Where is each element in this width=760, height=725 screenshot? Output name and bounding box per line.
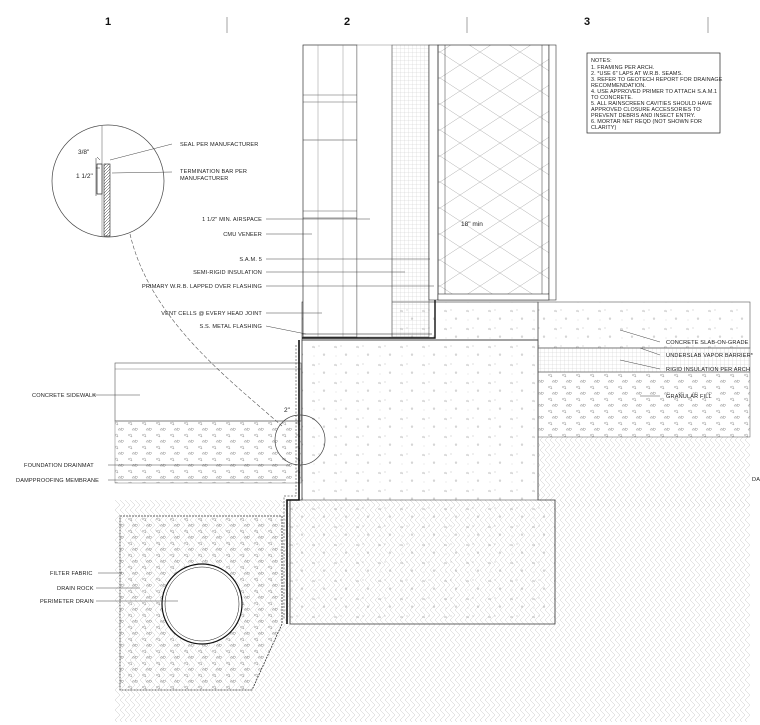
right-label: GRANULAR FILL	[666, 394, 712, 400]
wall-label: S.S. METAL FLASHING	[199, 324, 262, 330]
sheathing	[428, 44, 439, 301]
column-label-3: 3	[584, 16, 590, 28]
left-label: FOUNDATION DRAINMAT	[24, 463, 94, 469]
note-line: 4. USE APPROVED PRIMER TO ATTACH S.A.M.1	[591, 89, 717, 95]
note-line: RECOMMENDATION.	[591, 83, 646, 89]
column-label-2: 2	[344, 16, 350, 28]
sidewalk-gravel-base	[114, 420, 302, 484]
airspace	[356, 44, 393, 338]
dim-one-half: 1 1/2"	[76, 173, 93, 180]
cmu-veneer	[302, 44, 358, 338]
semi-rigid-insulation	[391, 44, 430, 338]
note-line: 2. *USE 6" LAPS AT W.R.B. SEAMS.	[591, 71, 683, 77]
slab-on-grade	[537, 301, 751, 349]
right-labels: CONCRETE SLAB-ON-GRADE UNDERSLAB VAPOR B…	[619, 329, 754, 400]
label-term-bar-2: MANUFACTURER	[180, 176, 228, 182]
label-seal: SEAL PER MANUFACTURER	[180, 142, 258, 148]
rigid-insulation	[537, 347, 751, 373]
wall-labels: 1 1/2" MIN. AIRSPACE CMU VENEER S.A.M. 5…	[142, 217, 434, 335]
wall-label: PRIMARY W.R.B. LAPPED OVER FLASHING	[142, 284, 262, 290]
left-label: CONCRETE SIDEWALK	[32, 393, 96, 399]
left-label: DRAIN ROCK	[57, 586, 94, 592]
left-labels: CONCRETE SIDEWALK FOUNDATION DRAINMAT DA…	[16, 393, 290, 605]
dim-stud-depth: 18" min	[461, 221, 483, 228]
native-soil-right	[538, 437, 750, 507]
granular-fill	[537, 371, 751, 438]
dim-two-inch: 2"	[284, 407, 291, 414]
stud-cavity	[437, 44, 550, 301]
note-line: TO CONCRETE.	[591, 95, 633, 101]
column-header: 1 2 3	[105, 16, 709, 33]
note-line: 1. FRAMING PER ARCH.	[591, 65, 654, 71]
note-line: PREVENT DEBRIS AND INSECT ENTRY.	[591, 113, 695, 119]
perimeter-drain-pipe	[161, 563, 243, 645]
column-label-1: 1	[105, 16, 111, 28]
note-line: CLARITY)	[591, 125, 616, 131]
note-line: 3. REFER TO GEOTECH REPORT FOR DRAINAGE	[591, 77, 723, 83]
detail-bubble	[51, 124, 165, 238]
note-line: 6. MORTAR NET REQD (NOT SHOWN FOR	[591, 119, 702, 125]
notes-title: NOTES:	[591, 58, 612, 64]
dim-three-eighths: 3/8"	[78, 149, 90, 156]
left-label: FILTER FABRIC	[50, 571, 93, 577]
right-label: CONCRETE SLAB-ON-GRADE	[666, 340, 749, 346]
note-line: APPROVED CLOSURE ACCESSORIES TO	[591, 107, 701, 113]
cut-off-label: DA	[752, 477, 760, 483]
wall-label: S.A.M. 5	[239, 257, 262, 263]
wall-label: CMU VENEER	[223, 232, 262, 238]
drainmat-line	[286, 340, 300, 624]
left-label: PERIMETER DRAIN	[40, 599, 94, 605]
interior-finish	[548, 44, 557, 301]
detail-callout-small	[274, 414, 326, 466]
right-label: UNDERSLAB VAPOR BARRIER*	[666, 353, 754, 359]
ss-metal-flashing	[302, 300, 436, 339]
wall-label: 1 1/2" MIN. AIRSPACE	[202, 217, 262, 223]
wall-label: VENT CELLS @ EVERY HEAD JOINT	[161, 311, 262, 317]
left-label: DAMPPROOFING MEMBRANE	[16, 478, 99, 484]
right-label: RIGID INSULATION PER ARCH	[666, 367, 750, 373]
note-line: 5. ALL RAINSCREEN CAVITIES SHOULD HAVE	[591, 101, 712, 107]
label-term-bar-1: TERMINATION BAR PER	[180, 169, 247, 175]
notes-box: NOTES: 1. FRAMING PER ARCH. 2. *USE 6" L…	[586, 52, 723, 134]
concrete-sidewalk-slab	[114, 362, 302, 422]
foundation-wall	[289, 339, 556, 625]
wall-label: SEMI-RIGID INSULATION	[193, 270, 262, 276]
detail-connector	[129, 233, 283, 427]
